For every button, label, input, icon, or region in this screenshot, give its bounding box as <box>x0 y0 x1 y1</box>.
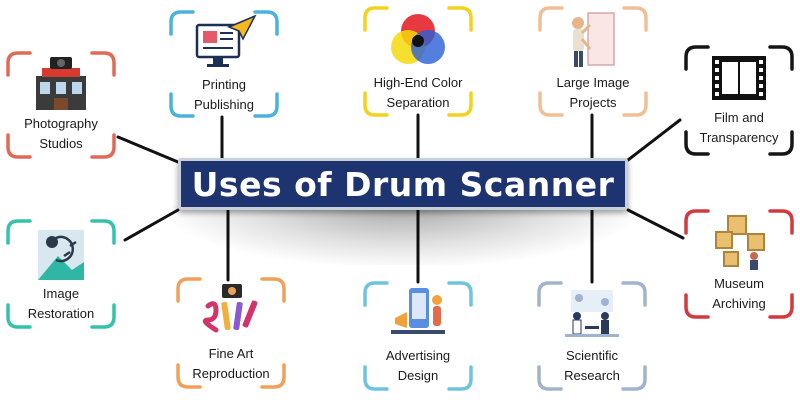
node-color-separation: High-End Color Separation <box>362 5 474 118</box>
label-line: Research <box>564 368 620 383</box>
label-line: Publishing <box>194 97 254 112</box>
color-circles-icon <box>362 9 474 67</box>
banner-shadow <box>172 205 632 265</box>
framed-paintings-icon <box>683 212 795 270</box>
node-museum-archiving: Museum Archiving <box>683 208 795 320</box>
connector-photography <box>116 135 180 164</box>
node-large-image-projects: Large Image Projects <box>537 5 649 118</box>
node-scientific-research: Scientific Research <box>536 280 648 392</box>
label-line: Separation <box>386 95 450 110</box>
label-line: Projects <box>569 95 617 110</box>
lab-scientists-icon <box>536 284 648 342</box>
node-printing-publishing: Printing Publishing <box>168 9 280 119</box>
label-line: Advertising <box>385 348 451 363</box>
image-restore-icon <box>5 222 117 280</box>
label-line: Museum <box>714 276 764 291</box>
label-line: Large Image <box>556 75 630 90</box>
label-line: Image <box>42 286 80 301</box>
label-line: High-End Color <box>373 75 463 90</box>
person-holding-poster-icon <box>537 9 649 67</box>
monitor-paper-plane-icon <box>168 13 280 71</box>
label-line: Photography <box>24 116 98 131</box>
label-line: Studios <box>39 136 83 151</box>
diagram-title: Uses of Drum Scanner <box>178 158 628 210</box>
node-fine-art-reproduction: Fine Art Reproduction <box>175 276 287 390</box>
node-image-restoration: Image Restoration <box>5 218 117 330</box>
connector-museum <box>626 208 685 240</box>
label-line: Design <box>397 368 439 383</box>
label-line: Reproduction <box>192 366 270 381</box>
node-film-transparency: Film and Transparency <box>683 44 795 157</box>
film-strip-icon <box>683 48 795 106</box>
connector-restoration <box>123 208 180 242</box>
connector-film <box>626 118 682 162</box>
label-line: Scientific <box>565 348 619 363</box>
label-line: Fine Art <box>208 346 254 361</box>
label-line: Restoration <box>27 306 95 321</box>
node-advertising-design: Advertising Design <box>362 280 474 392</box>
label-line: Film and <box>714 110 764 125</box>
label-line: Printing <box>201 77 247 92</box>
node-photography-studios: Photography Studios <box>5 50 117 160</box>
megaphone-phone-icon <box>362 284 474 342</box>
art-supplies-icon <box>175 280 287 338</box>
label-line: Archiving <box>712 296 766 311</box>
label-line: Transparency <box>699 130 779 145</box>
photo-studio-icon <box>5 54 117 112</box>
